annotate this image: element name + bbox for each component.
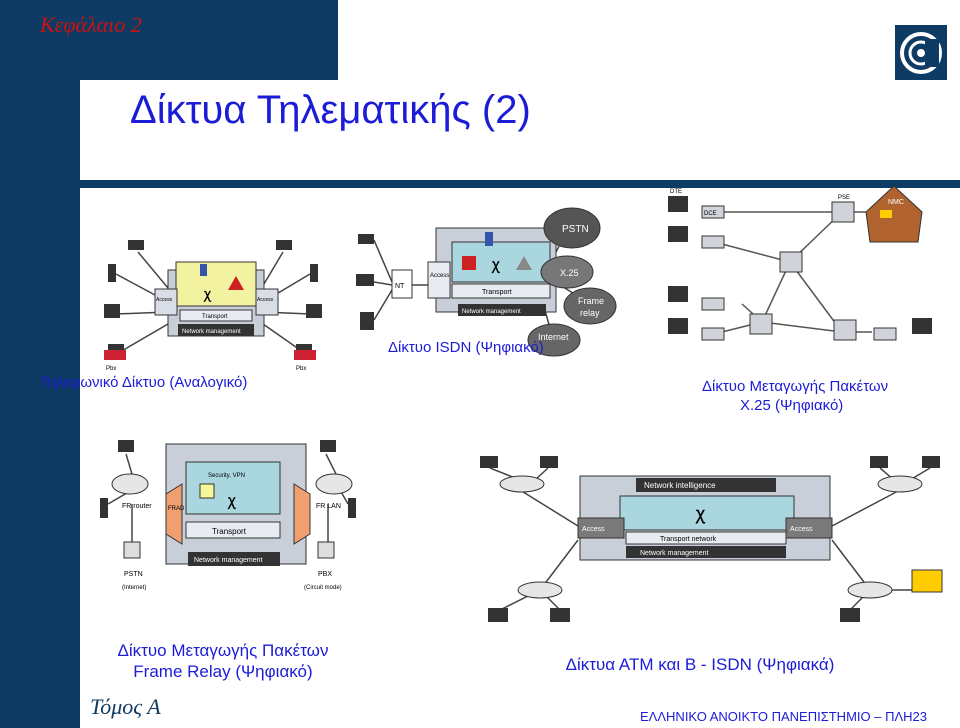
- fr-pbx-sub-label: (Circuit mode): [304, 585, 342, 591]
- frame-relay-caption-line2: Frame Relay (Ψηφιακό): [133, 662, 313, 681]
- fr-frad-label: FRAD: [168, 506, 185, 512]
- analog-access-left-label: Access: [156, 297, 173, 303]
- analog-access-right-label: Access: [257, 297, 274, 303]
- title-area: [80, 80, 660, 188]
- frame-relay-caption-line1: Δίκτυο Μεταγωγής Πακέτων: [117, 641, 329, 660]
- isdn-frame-relay-label-1: Frame: [578, 296, 604, 306]
- fr-lan-label: FR LAN: [316, 503, 341, 510]
- x25-pse-label: PSE: [838, 195, 850, 201]
- atm-management-label: Network management: [640, 550, 709, 557]
- fr-pstn-sub-label: (Internet): [122, 585, 146, 591]
- atm-access-left-label: Access: [582, 526, 605, 533]
- analog-management-label: Network management: [182, 329, 241, 335]
- footer-university: ΕΛΛΗΝΙΚΟ ΑΝΟΙΚΤΟ ΠΑΝΕΠΙΣΤΗΜΙΟ – ΠΛΗ23: [640, 709, 927, 724]
- left-sidebar-band: [0, 0, 80, 728]
- x25-dte-label: DTE: [670, 189, 682, 195]
- isdn-diagram: NT Access Transport Network management Ꭓ…: [356, 207, 617, 357]
- isdn-pstn-label: PSTN: [562, 224, 589, 235]
- fr-management-label: Network management: [194, 557, 263, 564]
- isdn-management-label: Network management: [462, 309, 521, 315]
- isdn-caption: Δίκτυο ISDN (Ψηφιακό): [388, 339, 544, 356]
- svg-text:Ꭓ: Ꭓ: [203, 290, 212, 302]
- fr-transport-label: Transport: [212, 527, 247, 536]
- isdn-frame-relay-label-2: relay: [580, 308, 600, 318]
- analog-pbx-right-label: Pbx: [296, 366, 306, 372]
- isdn-x25-label: X.25: [560, 268, 579, 278]
- isdn-nt-label: NT: [395, 283, 405, 290]
- fr-pbx-label: PBX: [318, 571, 332, 578]
- top-header-band: [0, 0, 338, 80]
- svg-text:Ꭓ: Ꭓ: [695, 507, 706, 524]
- isdn-internet-label: Internet: [538, 332, 569, 342]
- analog-telephone-diagram: Ꭓ Access Access Transport Network manage…: [104, 240, 322, 372]
- x25-caption-line2: X.25 (Ψηφιακό): [740, 397, 844, 414]
- university-logo: [895, 25, 947, 80]
- atm-diagram: Network intelligence Ꭓ Access Access Tra…: [480, 456, 943, 622]
- x25-dce-label: DCE: [704, 211, 717, 217]
- fr-router-label: FR router: [122, 503, 152, 510]
- isdn-access-label: Access: [430, 273, 449, 279]
- atm-intelligence-label: Network intelligence: [644, 481, 716, 490]
- svg-text:Ꭓ: Ꭓ: [227, 495, 236, 510]
- slide-number: 7: [28, 672, 45, 705]
- slide-title: Δίκτυα Τηλεματικής (2): [130, 88, 531, 132]
- x25-diagram: NMC DTE DCE PSE: [668, 185, 932, 341]
- atm-transport-label: Transport network: [660, 536, 717, 543]
- atm-caption: Δίκτυα ΑΤΜ και Β - ISDN (Ψηφιακά): [565, 655, 835, 674]
- svg-text:Ꭓ: Ꭓ: [491, 259, 500, 274]
- frame-relay-diagram: Security, VPN Ꭓ Transport Network manage…: [100, 440, 356, 591]
- volume-label: Τόμος Α: [90, 694, 161, 719]
- x25-nmc-label: NMC: [888, 199, 904, 206]
- fr-security-label: Security, VPN: [208, 473, 245, 479]
- analog-pbx-left-label: Pbx: [106, 366, 116, 372]
- analog-transport-label: Transport: [202, 314, 228, 320]
- isdn-transport-label: Transport: [482, 289, 512, 296]
- fr-pstn-label: PSTN: [124, 571, 143, 578]
- x25-caption-line1: Δίκτυο Μεταγωγής Πακέτων: [702, 378, 889, 395]
- title-rule: [80, 180, 960, 188]
- atm-access-right-label: Access: [790, 526, 813, 533]
- chapter-label: Κεφάλαιο 2: [40, 12, 142, 37]
- analog-caption: Τηλεφωνικό Δίκτυο (Αναλογικό): [40, 374, 248, 391]
